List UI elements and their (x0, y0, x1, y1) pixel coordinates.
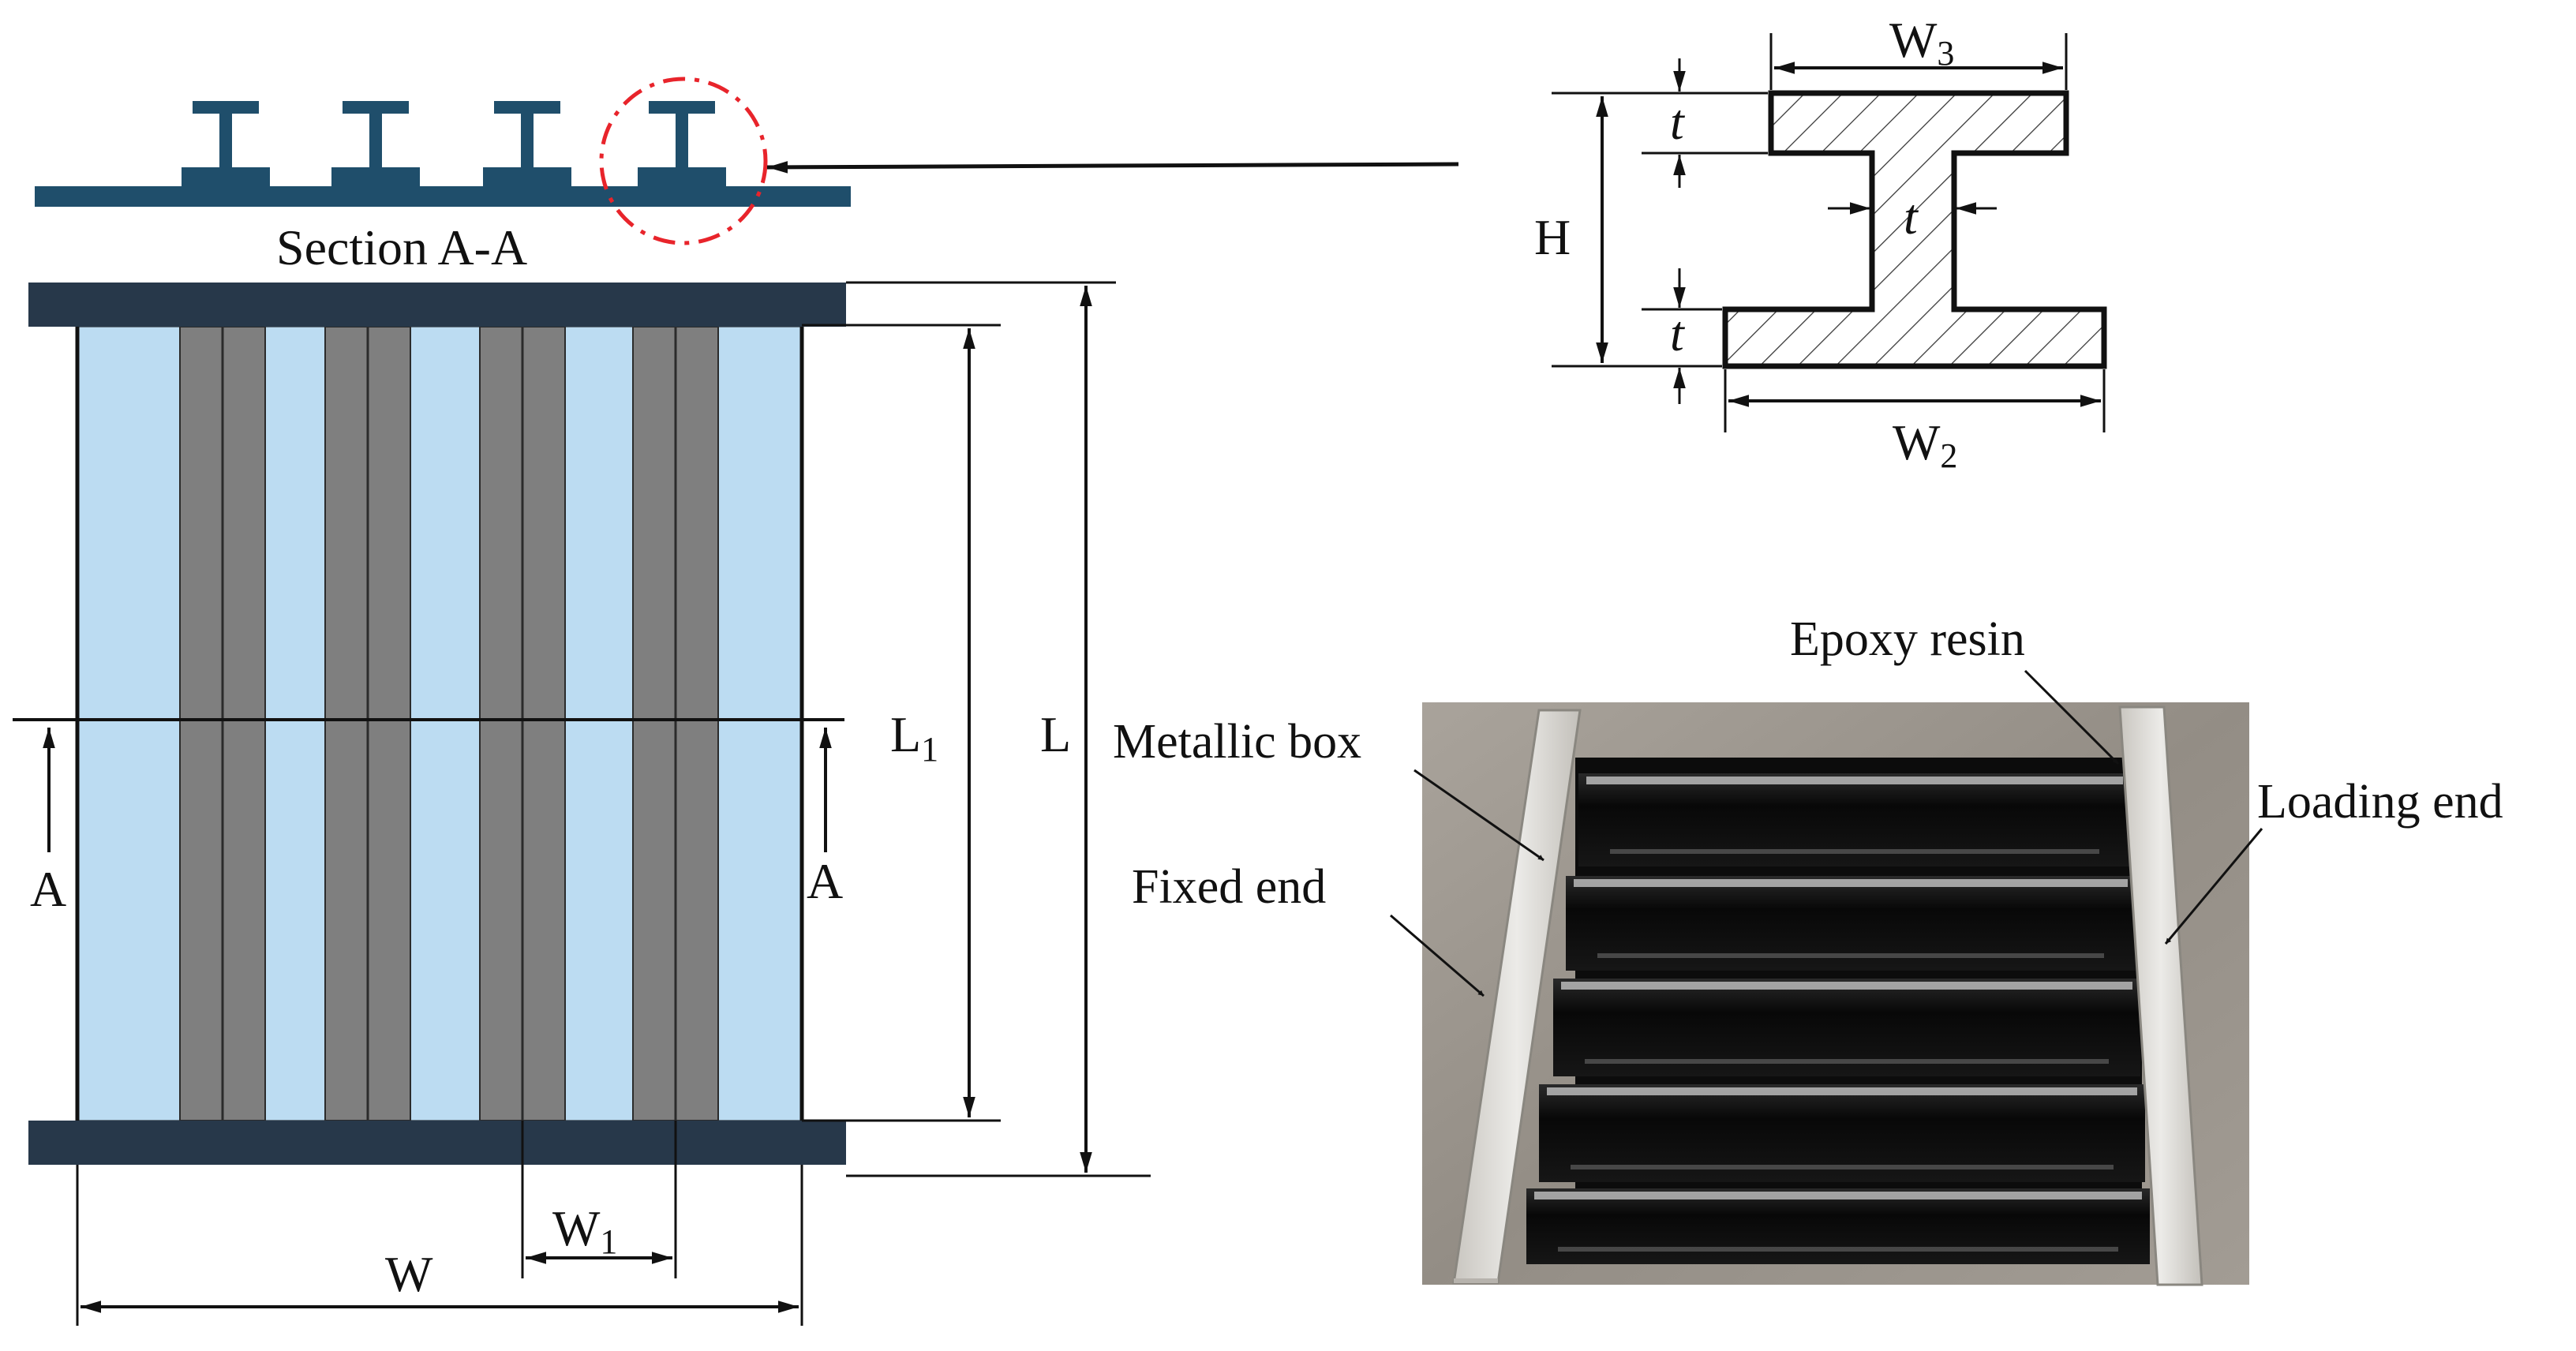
section-stiffener (331, 101, 420, 186)
fixed-end-label: Fixed end (1132, 860, 1326, 914)
photo-step-edge (1571, 1165, 2114, 1169)
loading-end-leader (2164, 828, 2263, 945)
section-stiffener (638, 101, 726, 186)
loading-end-label: Loading end (2257, 775, 2503, 829)
section-stiffener-bottom-flange (182, 167, 270, 186)
section-stiffener (483, 101, 571, 186)
fixed-end-leader (1390, 914, 1485, 997)
photo-step-highlight (1586, 777, 2123, 784)
right-metallic-box (2118, 705, 2203, 1286)
photo-steps (1526, 773, 2150, 1264)
section-stiffener-web (369, 110, 382, 170)
metallic-box-leader (1413, 769, 1544, 862)
section-base-plate (35, 186, 851, 207)
panel-plan-view: A A L1 L W1 W (13, 281, 1151, 1326)
metallic-box-label: Metallic box (1113, 715, 1361, 769)
section-stiffener (182, 101, 270, 186)
cut-marker-right: A (807, 853, 843, 909)
section-a-a: Section A-A (35, 77, 1459, 275)
l-label: L (1040, 706, 1071, 762)
bottom-end-plate (28, 1121, 846, 1165)
photo-step (1526, 1188, 2150, 1264)
section-stiffener-web (521, 110, 534, 170)
section-label: Section A-A (276, 219, 527, 275)
section-stiffener-bottom-flange (638, 167, 726, 186)
w3-label: W3 (1889, 12, 1954, 73)
section-stiffener-top-flange (343, 101, 409, 114)
panel-stiffeners (179, 326, 719, 1121)
section-stiffener-web (219, 110, 232, 170)
photo-step (1553, 979, 2140, 1076)
photo-step-edge (1597, 953, 2104, 958)
epoxy-resin-label: Epoxy resin (1790, 612, 2025, 666)
photo-step-edge (1585, 1059, 2109, 1064)
specimen-photo: Epoxy resin Metallic box Loading end Fix… (1113, 612, 2503, 1286)
detail-leader-arrow (766, 161, 1459, 174)
photo-step-highlight (1534, 1192, 2142, 1199)
w1-label: W1 (552, 1200, 617, 1261)
photo-step (1578, 773, 2131, 866)
section-stiffener-bottom-flange (331, 167, 420, 186)
section-stiffener-top-flange (494, 101, 560, 114)
section-stiffener-top-flange (193, 101, 259, 114)
photo-step-edge (1558, 1247, 2118, 1252)
photo-step (1539, 1084, 2145, 1182)
section-stiffener-top-flange (649, 101, 715, 114)
cut-marker-left: A (30, 861, 66, 917)
highlight-circle (599, 77, 768, 245)
l1-label: L1 (890, 706, 938, 769)
photo-step-highlight (1547, 1087, 2137, 1095)
epoxy-resin-leader (2024, 669, 2120, 765)
panel-stiffener (479, 326, 566, 1121)
section-stiffeners (182, 101, 726, 186)
panel-stiffener (632, 326, 719, 1121)
section-stiffener-web (676, 110, 688, 170)
photo-step (1566, 876, 2136, 971)
t-top-label: t (1670, 94, 1686, 150)
t-web-label: t (1904, 189, 1919, 245)
photo-step-highlight (1574, 879, 2128, 887)
photo-step-face (1526, 1188, 2150, 1264)
i-section-profile (1722, 90, 2107, 369)
top-end-plate (28, 283, 846, 327)
t-bottom-label: t (1670, 305, 1686, 361)
panel-stiffener (324, 326, 411, 1121)
panel-stiffener (179, 326, 266, 1121)
photo-step-edge (1610, 849, 2099, 854)
section-stiffener-bottom-flange (483, 167, 571, 186)
photo-step-highlight (1561, 982, 2132, 990)
left-box-face (1454, 1278, 1498, 1283)
cross-section-detail: W3 W2 H t t t (1534, 12, 2107, 475)
w2-label: W2 (1893, 414, 1957, 475)
h-label: H (1534, 209, 1571, 265)
w-label: W (385, 1246, 433, 1302)
